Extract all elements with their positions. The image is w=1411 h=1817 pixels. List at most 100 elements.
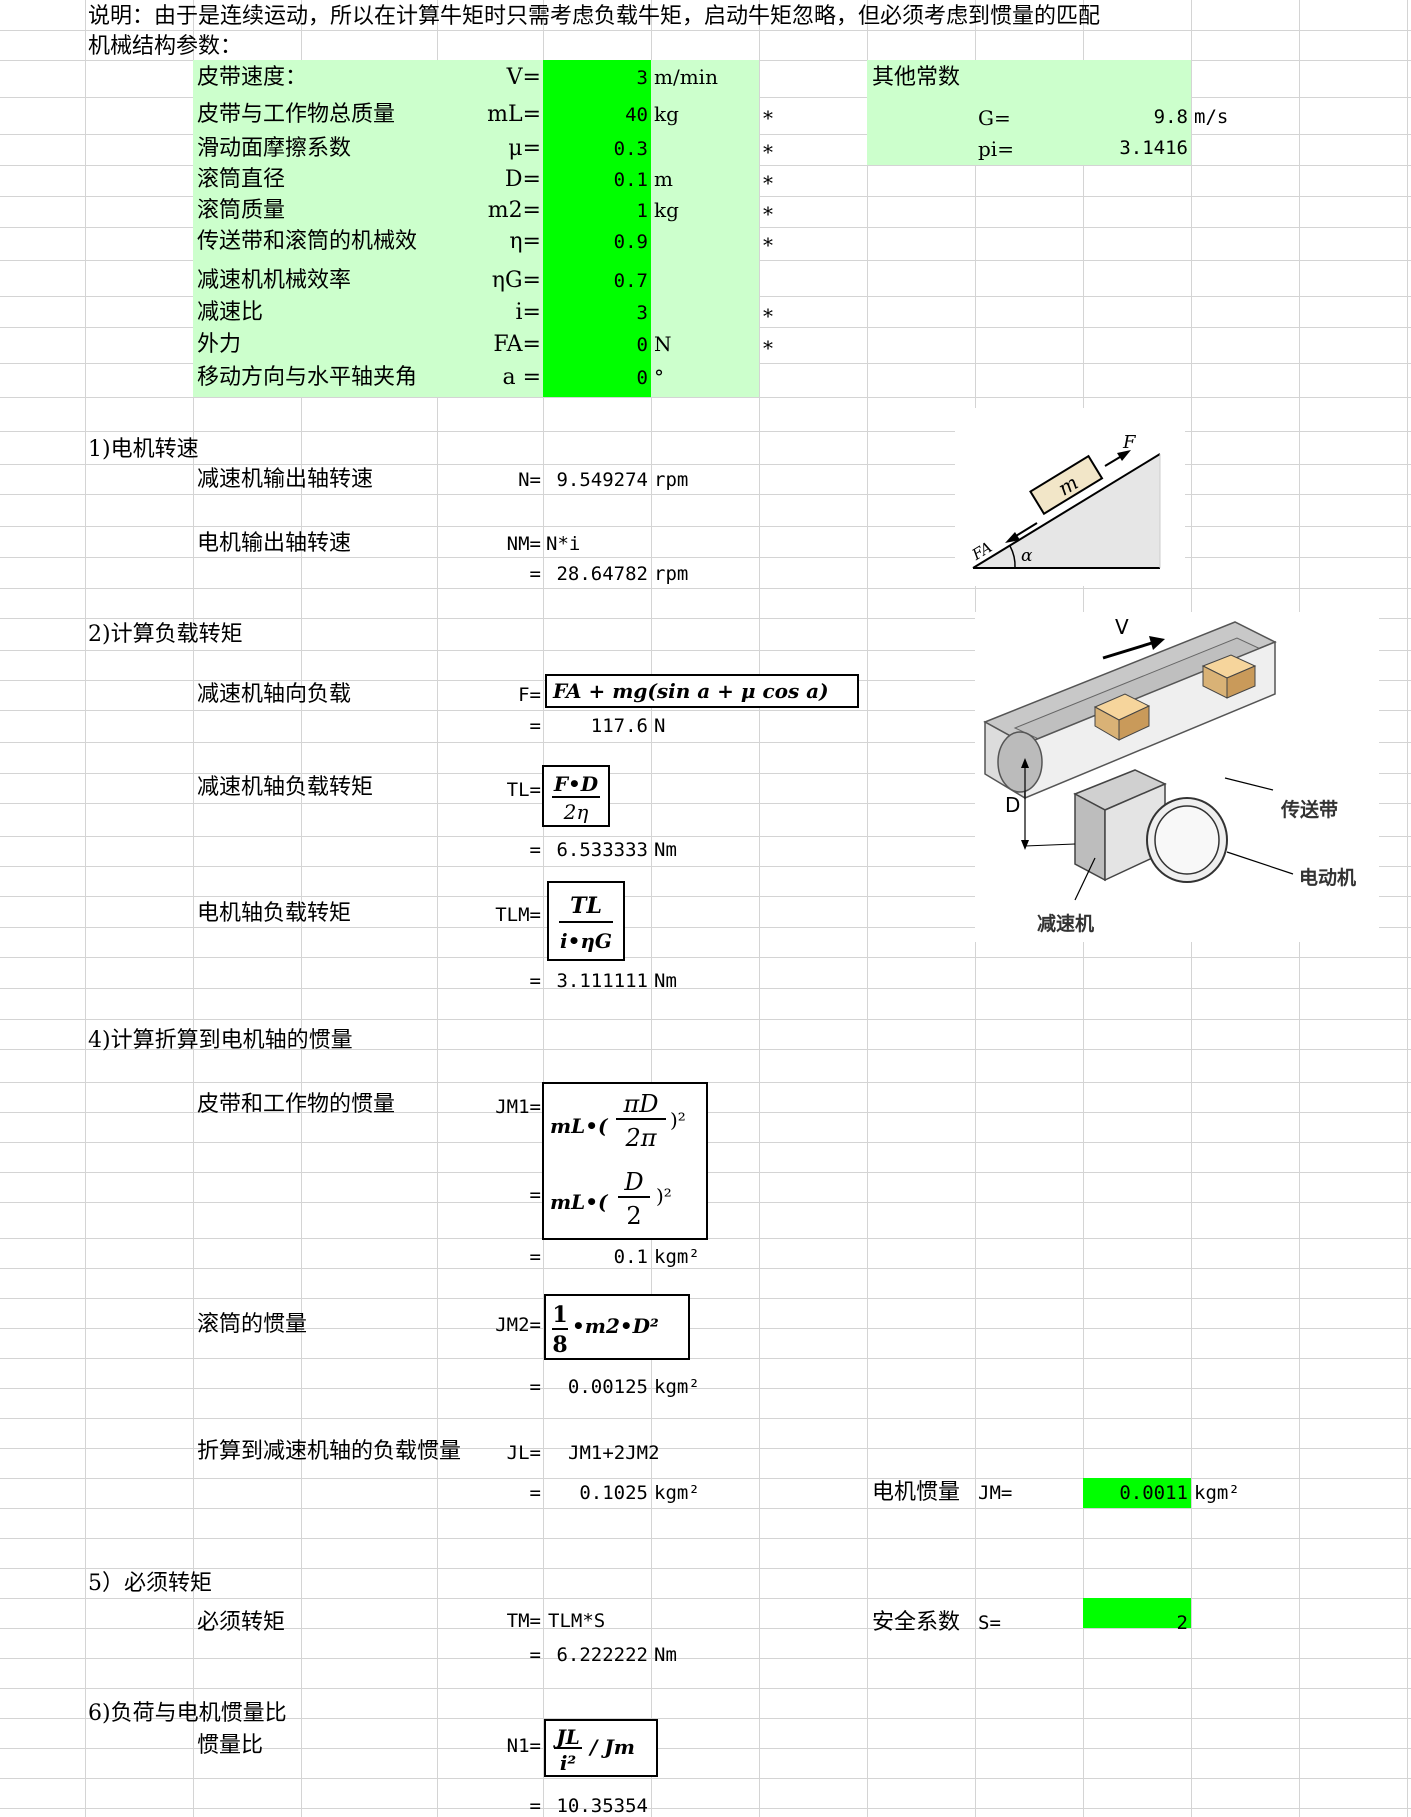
gravity-unit: m/s — [1194, 106, 1229, 128]
param-symbol: η= — [509, 229, 541, 254]
param-symbol: mL= — [487, 102, 541, 127]
reducer-output-speed-label: 减速机输出轴转速 — [197, 467, 374, 492]
motor-inertia-unit: kgm² — [1194, 1482, 1240, 1504]
reducer-load-inertia-sym: JL= — [506, 1442, 541, 1464]
motor-output-speed-label: 电机输出轴转速 — [197, 531, 352, 556]
param-required-mark: * — [763, 233, 773, 257]
reducer-load-torque-value[interactable]: 6.533333 — [556, 839, 648, 861]
reducer-output-speed-sym: N= — [518, 469, 541, 491]
reducer-load-torque-sym: TL= — [506, 779, 541, 801]
gravity-label: G= — [978, 106, 1011, 130]
reducer-load-inertia-value[interactable]: 0.1025 — [579, 1482, 648, 1504]
param-value[interactable]: 0.9 — [613, 231, 648, 253]
motor-load-torque-formula-box: TL i•ηG — [547, 881, 625, 961]
jm1-f1-denominator: 2π — [625, 1124, 657, 1152]
param-label: 滚筒直径 — [197, 167, 286, 192]
param-label: 传送带和滚筒的机械效 — [197, 229, 418, 254]
section-4-title: 4)计算折算到电机轴的惯量 — [88, 1028, 353, 1053]
param-value[interactable]: 0 — [636, 334, 648, 356]
required-torque-unit: Nm — [654, 1644, 677, 1666]
param-symbol: FA= — [493, 332, 541, 357]
param-required-mark: * — [763, 106, 773, 130]
motor-load-torque-label: 电机轴负载转矩 — [197, 901, 352, 926]
drum-inertia-value[interactable]: 0.00125 — [567, 1376, 648, 1398]
motor-load-torque-value[interactable]: 3.111111 — [556, 970, 648, 992]
belt-label: 传送带 — [1280, 798, 1338, 821]
pi-value[interactable]: 3.1416 — [1119, 137, 1188, 159]
tl-denominator: 2η — [563, 800, 589, 824]
equals-sign: = — [529, 1184, 541, 1206]
param-required-mark: * — [763, 140, 773, 164]
equals-sign: = — [529, 1246, 541, 1268]
required-torque-formula: TLM*S — [548, 1610, 606, 1632]
motor-load-torque-unit: Nm — [654, 970, 677, 992]
section-6-title: 6)负荷与电机惯量比 — [88, 1701, 287, 1726]
inertia-ratio-value[interactable]: 10.35354 — [556, 1795, 648, 1817]
param-label: 外力 — [197, 332, 242, 357]
param-value[interactable]: 3 — [636, 67, 648, 89]
reducer-output-speed-value[interactable]: 9.549274 — [556, 469, 648, 491]
reducer-load-inertia-unit: kgm² — [654, 1482, 700, 1504]
params-block — [193, 60, 543, 397]
safety-factor-value[interactable]: 2 — [1176, 1612, 1188, 1634]
motor-inertia-cell[interactable] — [1083, 1478, 1191, 1508]
param-value[interactable]: 0 — [636, 367, 648, 389]
params-title: 机械结构参数： — [88, 34, 243, 59]
belt-inertia-unit: kgm² — [654, 1246, 700, 1268]
motor-output-speed-value[interactable]: 28.64782 — [556, 563, 648, 585]
param-value[interactable]: 0.3 — [613, 138, 648, 160]
param-value[interactable]: 40 — [625, 104, 648, 126]
ml-prefix-2: mL•( — [550, 1190, 608, 1214]
force-label: F — [1122, 432, 1137, 453]
constants-title: 其他常数 — [872, 65, 961, 90]
reducer-load-torque-label: 减速机轴负载转矩 — [197, 775, 374, 800]
param-value[interactable]: 3 — [636, 302, 648, 324]
param-label: 皮带与工作物总质量 — [197, 102, 396, 127]
header-note: 说明：由于是连续运动，所以在计算牛矩时只需考虑负载牛矩，启动牛矩忽略，但必须考虑… — [88, 4, 1101, 29]
safety-factor-cell[interactable] — [1083, 1598, 1191, 1628]
ratio-rest: / Jm — [590, 1735, 635, 1759]
belt-inertia-label: 皮带和工作物的惯量 — [197, 1092, 396, 1117]
param-unit: m — [654, 167, 673, 191]
param-unit: ° — [654, 365, 664, 389]
param-symbol: μ= — [508, 136, 541, 161]
required-torque-label: 必须转矩 — [197, 1610, 286, 1635]
safety-factor-sym: S= — [978, 1612, 1001, 1634]
gravity-value[interactable]: 9.8 — [1153, 106, 1188, 128]
param-label: 减速机机械效率 — [197, 268, 352, 293]
square-suffix-2: )² — [656, 1184, 672, 1208]
param-required-mark: * — [763, 304, 773, 328]
param-unit: m/min — [654, 65, 718, 89]
motor-inertia-value[interactable]: 0.0011 — [1119, 1482, 1188, 1504]
param-symbol: i= — [515, 300, 541, 325]
param-required-mark: * — [763, 202, 773, 226]
motor-output-speed-unit: rpm — [654, 563, 689, 585]
param-required-mark: * — [763, 171, 773, 195]
param-value[interactable]: 0.7 — [613, 270, 648, 292]
ratio-numerator: JL — [556, 1725, 580, 1749]
param-symbol: a = — [502, 365, 541, 390]
param-label: 滑动面摩擦系数 — [197, 136, 352, 161]
belt-inertia-value[interactable]: 0.1 — [613, 1246, 648, 1268]
axial-load-value[interactable]: 117.6 — [590, 715, 648, 737]
drum-inertia-label: 滚筒的惯量 — [197, 1312, 308, 1337]
required-torque-value[interactable]: 6.222222 — [556, 1644, 648, 1666]
drum-inertia-unit: kgm² — [654, 1376, 700, 1398]
belt-inertia-sym: JM1= — [495, 1096, 541, 1118]
param-value[interactable]: 1 — [636, 200, 648, 222]
drum-inertia-formula-box: 1 8 •m2•D² — [544, 1294, 690, 1360]
param-unit: N — [654, 332, 672, 356]
section-1-title: 1)电机转速 — [88, 437, 199, 462]
incline-svg: m F FA α — [968, 432, 1161, 569]
equals-sign: = — [529, 839, 541, 861]
required-torque-sym: TM= — [506, 1610, 541, 1632]
motor-speed-formula: N*i — [546, 533, 581, 555]
jm2-rest: •m2•D² — [572, 1314, 659, 1338]
param-required-mark: * — [763, 336, 773, 360]
reducer-output-speed-unit: rpm — [654, 469, 689, 491]
motor-inertia-label: 电机惯量 — [872, 1480, 961, 1505]
param-symbol: V= — [506, 65, 541, 90]
conveyor-svg: V D 传送带 电动机 减速机 — [983, 615, 1356, 935]
param-value[interactable]: 0.1 — [613, 169, 648, 191]
axial-load-label: 减速机轴向负载 — [197, 682, 352, 707]
